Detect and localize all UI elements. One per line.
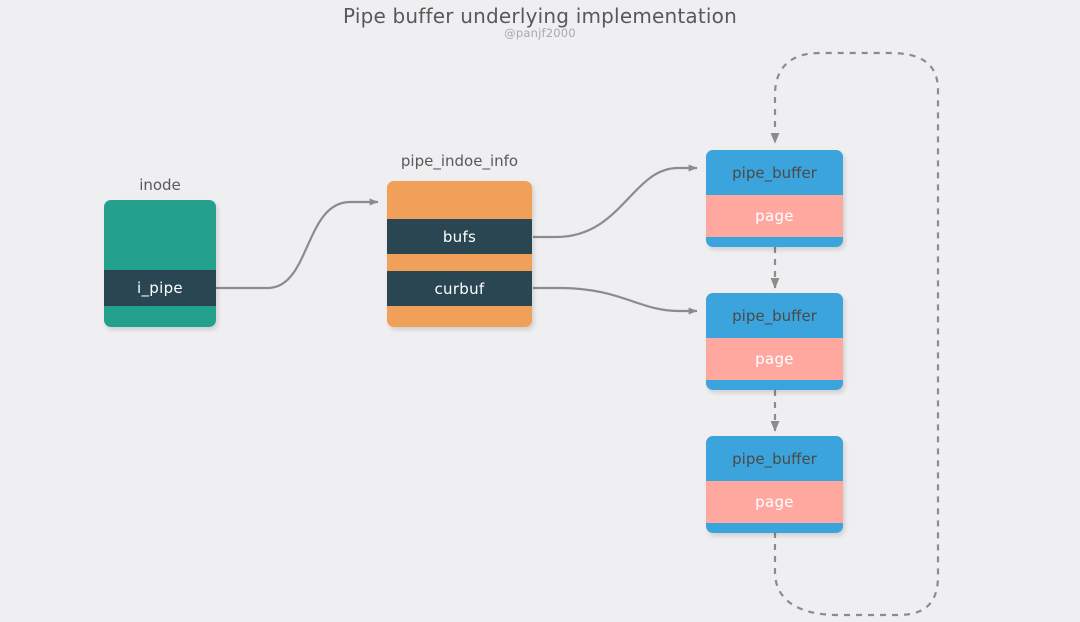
page-subtitle: @panjf2000 xyxy=(504,26,576,40)
inode-label: inode xyxy=(139,176,181,194)
pipe-buffer-3-field-page[interactable]: page xyxy=(706,481,843,523)
pipe-inode-info-field-curbuf[interactable]: curbuf xyxy=(387,271,532,306)
pipe-buffer-1-title: pipe_buffer xyxy=(732,163,817,182)
pipe-buffer-1-field-page[interactable]: page xyxy=(706,195,843,237)
pipe-buffer-box-3[interactable]: pipe_buffer page xyxy=(706,436,843,533)
pipe-buffer-box-1[interactable]: pipe_buffer page xyxy=(706,150,843,247)
pipe-inode-info-box[interactable]: bufs curbuf xyxy=(387,181,532,327)
pipe-inode-info-label: pipe_indoe_info xyxy=(400,152,519,170)
inode-field-i_pipe[interactable]: i_pipe xyxy=(104,270,216,306)
pipe-buffer-2-title: pipe_buffer xyxy=(732,306,817,325)
pipe-buffer-box-2[interactable]: pipe_buffer page xyxy=(706,293,843,390)
inode-box[interactable]: i_pipe xyxy=(104,200,216,327)
pipe-buffer-3-title: pipe_buffer xyxy=(732,449,817,468)
pipe-buffer-2-field-page[interactable]: page xyxy=(706,338,843,380)
edge-i_pipe-to-pipe_inode_info xyxy=(216,198,379,290)
edge-bufs-to-pipe-buffer-1 xyxy=(533,164,698,239)
page-title: Pipe buffer underlying implementation xyxy=(343,4,737,28)
edge-curbuf-to-pipe-buffer-2 xyxy=(533,286,698,315)
pipe-inode-info-field-bufs[interactable]: bufs xyxy=(387,219,532,254)
